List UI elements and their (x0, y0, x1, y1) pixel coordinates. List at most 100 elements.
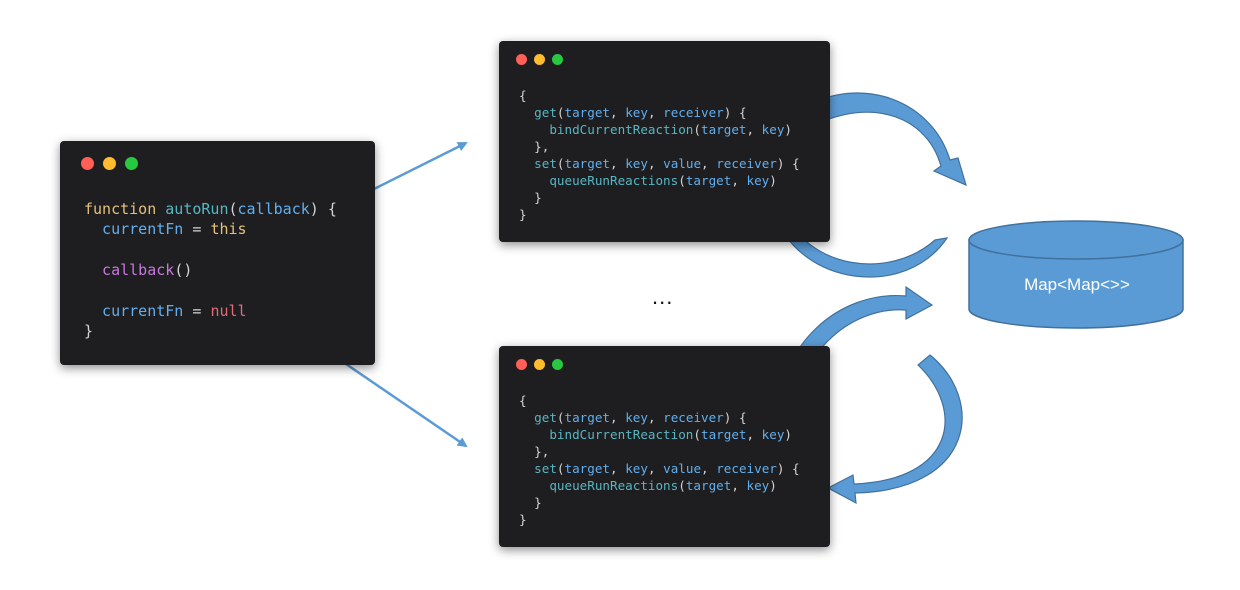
code-token: receiver (716, 461, 777, 476)
window-controls (516, 359, 563, 370)
code-token: target (700, 122, 747, 137)
proxy-handler-window-top: { get(target, key, receiver) { bindCurre… (499, 41, 830, 242)
code-line: bindCurrentReaction(target, key) (519, 427, 792, 442)
code-token: , (701, 461, 717, 476)
minimize-dot-icon (534, 54, 545, 65)
code-line: } (519, 190, 542, 205)
code-token: ) (769, 478, 777, 493)
code-line: set(target, key, value, receiver) { (519, 156, 800, 171)
code-line: } (519, 512, 527, 527)
code-line: queueRunReactions(target, key) (519, 173, 777, 188)
code-line: }, (519, 139, 549, 154)
code-line: } (519, 495, 542, 510)
code-token: ( (693, 122, 701, 137)
code-token: , (610, 410, 626, 425)
curved-arrow-store-to-bottom (826, 354, 963, 505)
code-token: receiver (716, 156, 777, 171)
code-token: , (647, 156, 664, 171)
code-token: key (746, 478, 770, 493)
code-token: this (210, 220, 247, 239)
code-token: } (84, 322, 94, 341)
code-line: get(target, key, receiver) { (519, 410, 747, 425)
code-token: queueRunReactions (519, 173, 679, 188)
code-token: value (663, 156, 702, 171)
code-token: key (746, 173, 770, 188)
code-token: () (174, 261, 193, 280)
code-token: receiver (663, 410, 724, 425)
code-token: , (731, 173, 747, 188)
code-token: function (84, 200, 166, 218)
code-token: , (647, 105, 664, 120)
code-line: { (519, 88, 527, 103)
code-token: key (625, 156, 648, 171)
maximize-dot-icon (552, 359, 563, 370)
code-token: key (761, 122, 785, 137)
code-token: ) { (723, 105, 747, 120)
code-token: ( (556, 105, 565, 120)
code-token: { (519, 393, 527, 408)
code-token: , (701, 156, 717, 171)
code-token: ( (678, 173, 686, 188)
code-token: = (183, 302, 211, 321)
code-token: get (519, 105, 557, 120)
code-token: , (647, 461, 664, 476)
code-token: , (746, 122, 762, 137)
code-token: }, (519, 139, 550, 154)
code-token: target (564, 461, 611, 476)
code-token: bindCurrentReaction (519, 427, 694, 442)
code-token: callback (84, 261, 175, 280)
code-token: ) (784, 122, 792, 137)
close-dot-icon (516, 54, 527, 65)
proxy-handler-window-bottom: { get(target, key, receiver) { bindCurre… (499, 346, 830, 547)
code-token: ( (678, 478, 686, 493)
code-token: = (183, 220, 211, 239)
code-token: key (761, 427, 785, 442)
maximize-dot-icon (125, 157, 138, 170)
code-line: queueRunReactions(target, key) (519, 478, 777, 493)
code-token: queueRunReactions (519, 478, 679, 493)
code-token: set (519, 461, 557, 476)
map-store-cylinder (968, 220, 1184, 329)
code-token: } (519, 495, 542, 510)
code-line: }, (519, 444, 549, 459)
code-token: autoRun (165, 200, 229, 218)
curved-arrow-top-to-store (785, 92, 967, 187)
code-line: function autoRun(callback) { (84, 200, 337, 218)
close-dot-icon (516, 359, 527, 370)
code-token: receiver (663, 105, 724, 120)
code-line: callback() (84, 261, 192, 279)
code-token: ( (693, 427, 701, 442)
code-token: callback (237, 200, 310, 218)
autorun-code: function autoRun(callback) { currentFn =… (84, 199, 337, 342)
code-token: key (625, 105, 648, 120)
code-token: ) { (776, 461, 800, 476)
code-line: currentFn = this (84, 220, 247, 238)
close-dot-icon (81, 157, 94, 170)
code-token: } (519, 190, 542, 205)
code-token: ) { (309, 200, 337, 218)
code-token: ) { (723, 410, 747, 425)
proxy-handler-code: { get(target, key, receiver) { bindCurre… (519, 87, 800, 223)
code-token: , (647, 410, 664, 425)
code-token: } (519, 207, 527, 222)
code-token: ) { (776, 156, 800, 171)
code-token: ( (556, 461, 565, 476)
maximize-dot-icon (552, 54, 563, 65)
code-line: currentFn = null (84, 302, 247, 320)
window-controls (81, 157, 138, 170)
code-token: , (610, 156, 626, 171)
minimize-dot-icon (103, 157, 116, 170)
code-token: value (663, 461, 702, 476)
code-token: { (519, 88, 527, 103)
code-token: } (519, 512, 527, 527)
code-token: , (610, 461, 626, 476)
code-line: { (519, 393, 527, 408)
code-token: ( (556, 156, 565, 171)
code-token: target (564, 410, 611, 425)
code-token: , (610, 105, 626, 120)
code-token: get (519, 410, 557, 425)
code-line: bindCurrentReaction(target, key) (519, 122, 792, 137)
code-token: key (625, 410, 648, 425)
code-token: ( (228, 200, 238, 218)
code-token: currentFn (84, 302, 184, 321)
